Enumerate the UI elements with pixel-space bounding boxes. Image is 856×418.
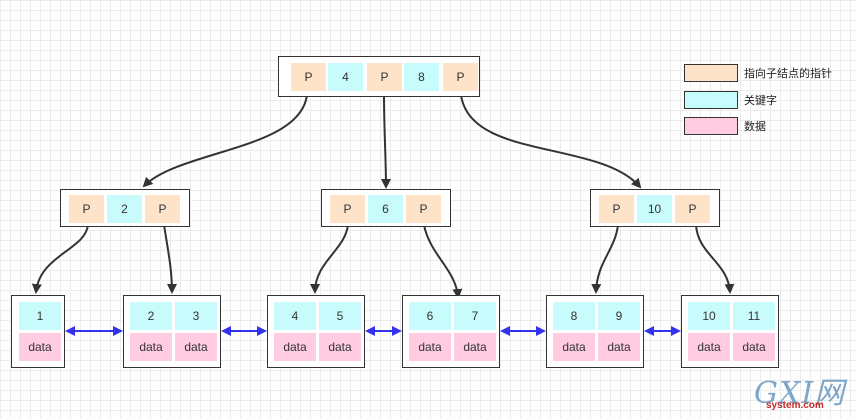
root-pointer-cell: P — [291, 63, 326, 91]
legend-item: 指向子结点的指针 — [684, 64, 832, 82]
child-pointer-edge — [380, 94, 391, 189]
child-pointer-edge — [695, 224, 735, 294]
watermark-sub-text: system.com — [766, 400, 824, 411]
watermark-logo: GXI网 system.com — [754, 372, 850, 414]
internal-pointer-cell: P — [330, 195, 365, 223]
leaf-key-cell: 11 — [733, 302, 775, 330]
leaf-data-cell: data — [688, 333, 730, 361]
root-key-cell: 4 — [328, 63, 363, 91]
leaf-key-cell: 7 — [454, 302, 496, 330]
child-pointer-edge — [460, 94, 642, 189]
legend-swatch — [684, 64, 738, 82]
internal-pointer-cell: P — [675, 195, 710, 223]
root-key-cell: 8 — [404, 63, 439, 91]
internal-pointer-cell: P — [599, 195, 634, 223]
leaf-data-cell: data — [175, 333, 217, 361]
legend-item: 数据 — [684, 117, 766, 135]
leaf-data-cell: data — [454, 333, 496, 361]
leaf-key-cell: 4 — [274, 302, 316, 330]
leaf-data-cell: data — [19, 333, 61, 361]
internal-key-cell: 6 — [368, 195, 403, 223]
root-pointer-cell: P — [443, 63, 478, 91]
leaf-data-cell: data — [409, 333, 451, 361]
leaf-key-cell: 1 — [19, 302, 61, 330]
legend-swatch — [684, 91, 738, 109]
root-pointer-cell: P — [367, 63, 402, 91]
legend-item: 关键字 — [684, 91, 777, 109]
leaf-data-cell: data — [733, 333, 775, 361]
internal-pointer-cell: P — [145, 195, 180, 223]
leaf-data-cell: data — [598, 333, 640, 361]
leaf-key-cell: 5 — [319, 302, 361, 330]
watermark-main-text: GXI网 — [754, 376, 846, 411]
internal-key-cell: 10 — [637, 195, 672, 223]
internal-pointer-cell: P — [406, 195, 441, 223]
child-pointer-edge — [142, 94, 308, 188]
internal-pointer-cell: P — [69, 195, 104, 223]
leaf-key-cell: 3 — [175, 302, 217, 330]
child-pointer-edge — [31, 224, 89, 294]
legend-label: 数据 — [744, 121, 766, 133]
child-pointer-edge — [310, 224, 349, 294]
leaf-key-cell: 9 — [598, 302, 640, 330]
leaf-data-cell: data — [130, 333, 172, 361]
legend-swatch — [684, 117, 738, 135]
child-pointer-edge — [163, 224, 177, 294]
child-pointer-edge — [423, 224, 463, 299]
legend-label: 关键字 — [744, 95, 777, 107]
internal-key-cell: 2 — [107, 195, 142, 223]
leaf-key-cell: 10 — [688, 302, 730, 330]
leaf-data-cell: data — [274, 333, 316, 361]
leaf-key-cell: 2 — [130, 302, 172, 330]
leaf-node: 1 data — [11, 295, 65, 368]
child-pointer-edge — [591, 224, 619, 294]
legend-label: 指向子结点的指针 — [744, 68, 832, 80]
leaf-key-cell: 6 — [409, 302, 451, 330]
leaf-key-cell: 8 — [553, 302, 595, 330]
leaf-data-cell: data — [319, 333, 361, 361]
leaf-data-cell: data — [553, 333, 595, 361]
